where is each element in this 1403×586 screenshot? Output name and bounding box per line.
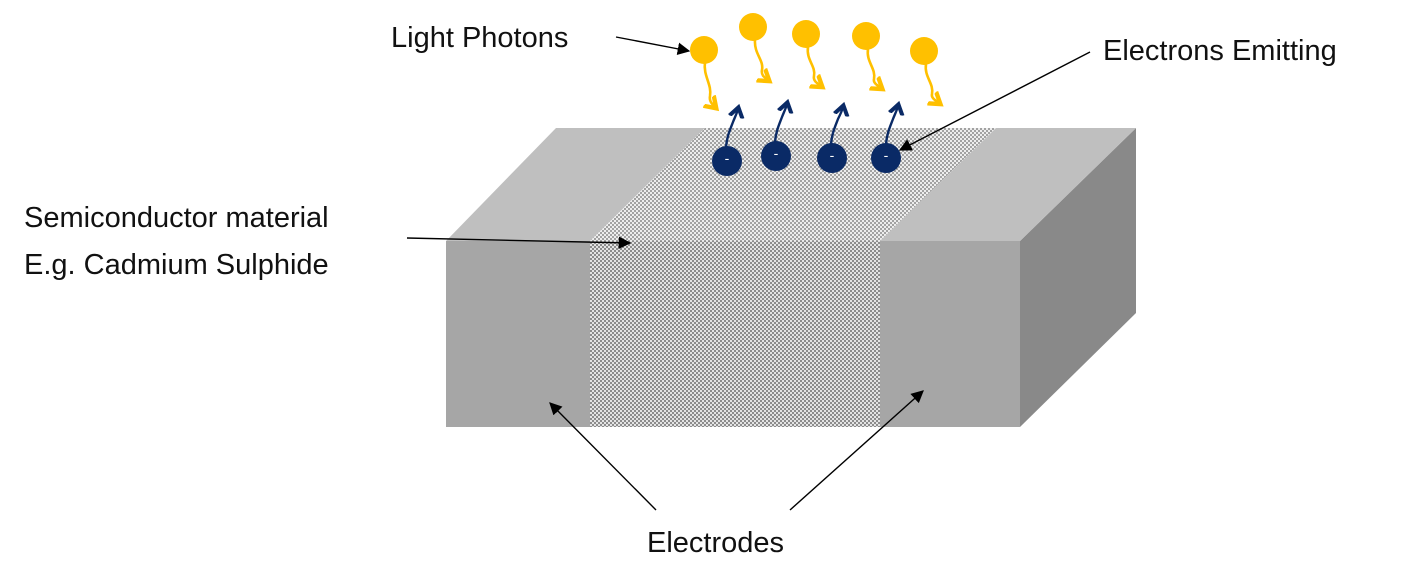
left-electrode-front [446,241,590,427]
right-electrode-top [880,128,1136,241]
electron: - [871,106,901,173]
semiconductor-block [446,128,1136,427]
electron: - [761,104,791,171]
electron: - [817,107,847,173]
left-electrode-pointer [549,402,657,511]
semiconductor-pointer [406,236,632,250]
photon [910,37,939,103]
right-electrode-pointer [789,390,924,511]
photon [739,13,768,80]
electron-charge: - [774,147,779,162]
photon [690,36,718,107]
electron-charge: - [830,149,835,164]
semiconductor-label-line1: Semiconductor material [24,202,329,234]
left-electrode-top [446,128,705,241]
electrons: - - - - [712,104,901,176]
electron-charge: - [884,149,889,164]
right-electrode-front [880,241,1020,427]
photon [792,20,821,86]
semiconductor-front [590,241,880,427]
semiconductor-label-line2: E.g. Cadmium Sulphide [24,249,329,281]
electrons-emitting-label: Electrons Emitting [1103,35,1337,67]
light-photons-label: Light Photons [391,22,568,54]
photons [690,13,939,107]
photon [852,22,881,88]
photon-pointer [615,36,691,56]
electron-pointer [898,51,1091,151]
electron-charge: - [725,152,730,167]
electrodes-label: Electrodes [647,527,784,559]
electron: - [712,109,742,176]
block-right-side [1020,128,1136,427]
pointers [406,36,1091,511]
